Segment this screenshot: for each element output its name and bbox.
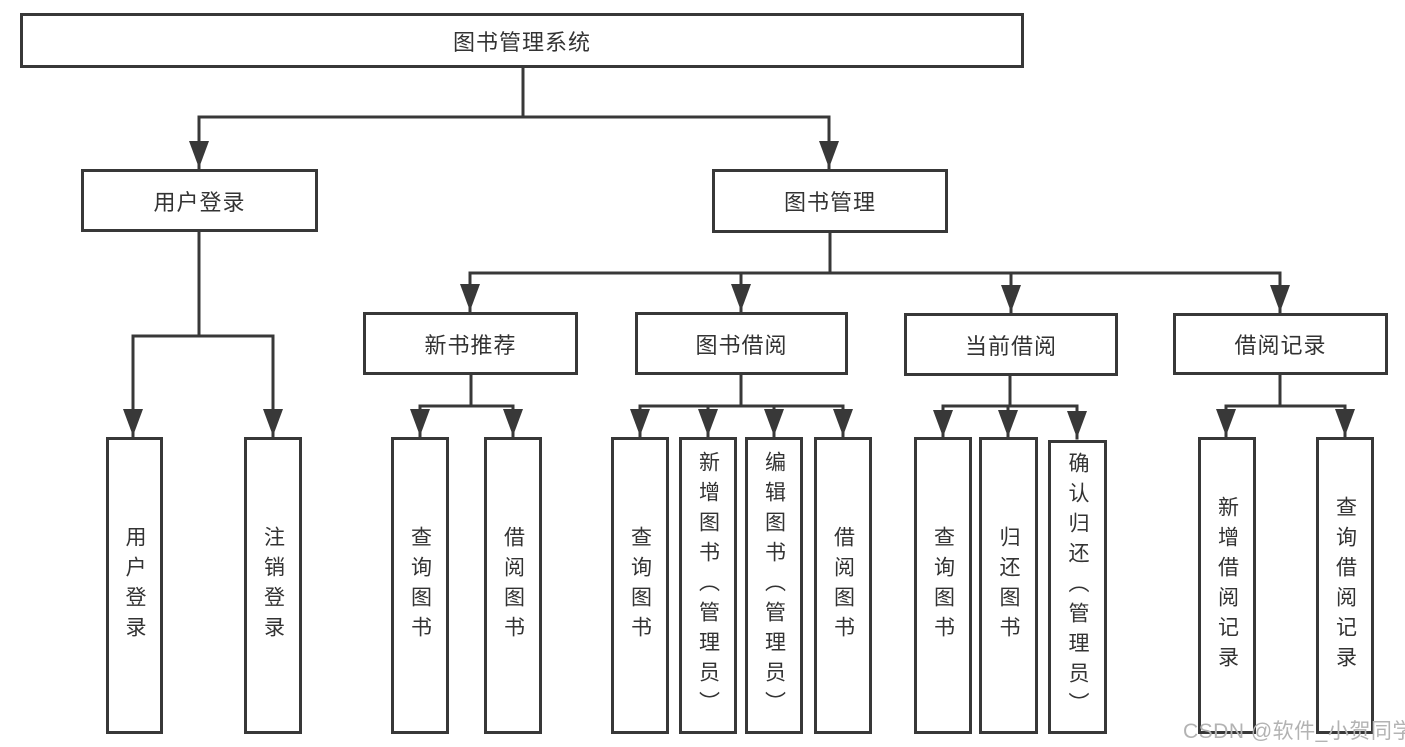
node-borrow-records: 借阅记录 — [1173, 313, 1388, 375]
node-book-management: 图书管理 — [712, 169, 948, 233]
node-user-login: 用户登录 — [81, 169, 318, 232]
leaf-query-borrow-record: 查询借阅记录 — [1316, 437, 1374, 734]
node-new-book-recommendation: 新书推荐 — [363, 312, 578, 375]
node-book-borrowing: 图书借阅 — [635, 312, 848, 375]
leaf-query-books-2: 查询图书 — [611, 437, 669, 734]
leaf-user-login: 用户登录 — [106, 437, 163, 734]
leaf-add-borrow-record: 新增借阅记录 — [1198, 437, 1256, 734]
node-root-system: 图书管理系统 — [20, 13, 1024, 68]
csdn-watermark: CSDN @软件_小贺同学 — [1183, 720, 1405, 743]
leaf-query-books-1: 查询图书 — [391, 437, 449, 734]
leaf-edit-books-admin: 编辑图书（管理员） — [745, 437, 803, 734]
node-current-borrowing: 当前借阅 — [904, 313, 1118, 376]
leaf-logout: 注销登录 — [244, 437, 302, 734]
leaf-return-books: 归还图书 — [979, 437, 1038, 734]
leaf-borrow-books-2: 借阅图书 — [814, 437, 872, 734]
leaf-borrow-books-1: 借阅图书 — [484, 437, 542, 734]
leaf-confirm-return-admin: 确认归还（管理员） — [1048, 440, 1107, 734]
leaf-query-books-3: 查询图书 — [914, 437, 972, 734]
leaf-add-books-admin: 新增图书（管理员） — [679, 437, 737, 734]
